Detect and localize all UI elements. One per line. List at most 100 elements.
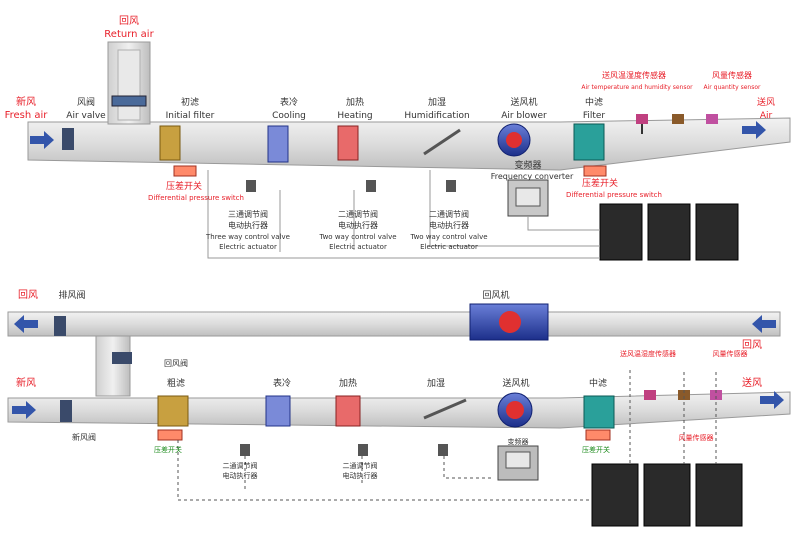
- top-valve3-cn1: 三通调节阀: [228, 209, 268, 219]
- bottom-supply-air: 送风: [742, 376, 762, 389]
- top-initial-filter-en: Initial filter: [166, 111, 215, 121]
- bottom-fresh-air: 新风: [16, 376, 36, 389]
- top-dps2-box: [583, 165, 607, 177]
- top-blower-cn: 送风机: [510, 96, 537, 108]
- bottom-dps2-label: 压差开关: [582, 445, 610, 454]
- top-heating-cn: 加热: [346, 96, 364, 108]
- bottom-return-arrow-right: [752, 315, 776, 333]
- top-valve2a-en2: Electric actuator: [329, 243, 387, 251]
- bottom-mid-filter-label: 中滤: [589, 377, 607, 389]
- top-dps2-en: Differential pressure switch: [566, 191, 662, 199]
- bottom-dps2-box: [585, 429, 611, 441]
- top-freq-en: Frequency converter: [491, 172, 574, 181]
- top-air-valve-cn: 风阀: [77, 97, 95, 108]
- top-cooling-cn: 表冷: [280, 96, 298, 108]
- bottom-cooling-label: 表冷: [273, 377, 291, 389]
- top-valve2a-cn1: 二通调节阀: [338, 209, 378, 219]
- top-air-valve: [62, 128, 74, 150]
- top-aq-sensor-2: [706, 114, 718, 124]
- top-return-damper: [111, 95, 147, 107]
- bottom-th-sensor: [644, 390, 656, 400]
- bottom-fresh-valve-label: 新风阀: [72, 432, 96, 442]
- bottom-dps1-label: 压差开关: [154, 445, 182, 454]
- top-freq-cn: 变频器: [514, 159, 541, 171]
- top-aq-sensor: [672, 114, 684, 124]
- bottom-coarse-filter: [157, 395, 189, 427]
- top-valve2b-en2: Electric actuator: [420, 243, 478, 251]
- top-blower-en: Air blower: [501, 111, 547, 121]
- top-valve2a-en1: Two way control valve: [318, 233, 396, 241]
- bottom-return-air: 回风: [18, 289, 38, 301]
- bottom-fresh-arrow: [12, 401, 36, 419]
- bottom-return-fan-label: 回风机: [482, 289, 509, 301]
- top-valve2b-en1: Two way control valve: [409, 233, 487, 241]
- bottom-valve-a1: 二通调节阀: [223, 461, 258, 470]
- bottom-actuator1: [240, 444, 250, 456]
- bottom-heating-label: 加热: [339, 377, 357, 389]
- bottom-humidifier: [423, 398, 467, 420]
- top-controller1: [599, 203, 643, 261]
- bottom-valve-a2: 电动执行器: [223, 471, 258, 480]
- top-humid-en: Humidification: [404, 111, 469, 121]
- bottom-exhaust-valve: [54, 316, 66, 336]
- top-dps1-box: [173, 165, 197, 177]
- bottom-actuator3: [438, 444, 448, 456]
- bottom-mixing-duct: [95, 335, 131, 397]
- bottom-return-air-right: 回风: [742, 339, 762, 351]
- top-valve3-en2: Electric actuator: [219, 243, 277, 251]
- top-heating-en: Heating: [337, 111, 372, 121]
- top-fresh-arrow: [30, 131, 54, 149]
- top-th-sensor-en: Air temperature and humidity sensor: [581, 84, 693, 91]
- top-humid-cn: 加湿: [428, 97, 446, 108]
- top-mid-filter: [573, 123, 605, 161]
- bottom-exhaust-valve-label: 排风阀: [58, 289, 85, 301]
- bottom-return-fan-hub: [499, 311, 521, 333]
- top-wiring: [207, 170, 600, 259]
- top-blower-hub: [506, 132, 522, 148]
- bottom-blower-hub: [506, 401, 524, 419]
- bottom-heating-coil: [335, 395, 361, 427]
- bottom-controller2: [643, 463, 691, 527]
- bottom-return-valve: [112, 352, 132, 364]
- bottom-supply-arrow: [760, 391, 784, 409]
- top-diagram: 回风 Return air 新风 Fresh air 风阀 Air valve …: [5, 15, 791, 261]
- bottom-aq-sensor-2: [710, 390, 722, 400]
- top-valve2a-cn2: 电动执行器: [338, 220, 378, 230]
- top-return-air-cn: 回风: [119, 15, 139, 27]
- bottom-wiring: [177, 370, 717, 501]
- top-fresh-air-cn: 新风: [16, 95, 36, 108]
- bottom-fresh-valve: [60, 400, 72, 422]
- bottom-controller1: [591, 463, 639, 527]
- bottom-cooling-coil: [265, 395, 291, 427]
- bottom-return-arrow-left: [14, 315, 38, 333]
- bottom-th-sensor-label: 送风温湿度传感器: [620, 349, 676, 358]
- bottom-freq-screen: [505, 451, 531, 469]
- top-initial-filter: [159, 125, 181, 161]
- top-supply-cn: 送风: [757, 96, 775, 108]
- top-aq-sensor-cn: 风量传感器: [712, 70, 752, 80]
- bottom-aq-sensor-label: 风量传感器: [713, 349, 748, 358]
- top-freq-screen: [515, 187, 541, 207]
- top-heating-coil: [337, 125, 359, 161]
- bottom-mid-filter: [583, 395, 615, 429]
- bottom-return-valve-label: 回风阀: [164, 359, 188, 368]
- bottom-actuator2: [358, 444, 368, 456]
- top-controller2: [647, 203, 691, 261]
- bottom-return-duct: [7, 311, 781, 337]
- top-actuator1: [246, 180, 256, 192]
- top-valve2b-cn2: 电动执行器: [429, 220, 469, 230]
- top-return-air-en: Return air: [104, 29, 154, 40]
- bottom-valve-b2: 电动执行器: [343, 471, 378, 480]
- bottom-freq-label: 变频器: [508, 437, 529, 446]
- bottom-coarse-filter-label: 粗滤: [167, 377, 185, 389]
- top-humidifier: [423, 128, 461, 156]
- bottom-controller3: [695, 463, 743, 527]
- top-air-valve-en: Air valve: [66, 111, 106, 121]
- bottom-humid-label: 加湿: [427, 378, 445, 389]
- bottom-supply-duct: [7, 391, 791, 429]
- top-main-duct: [27, 117, 791, 171]
- top-th-sensor-cn: 送风温湿度传感器: [602, 70, 666, 80]
- bottom-diagram: 回风 排风阀 回风机 回风 回风阀 新风 新风阀 粗滤 表冷 加热 加湿 送风机…: [7, 289, 791, 527]
- top-return-duct-inner: [117, 49, 141, 121]
- bottom-valve-b1: 二通调节阀: [343, 461, 378, 470]
